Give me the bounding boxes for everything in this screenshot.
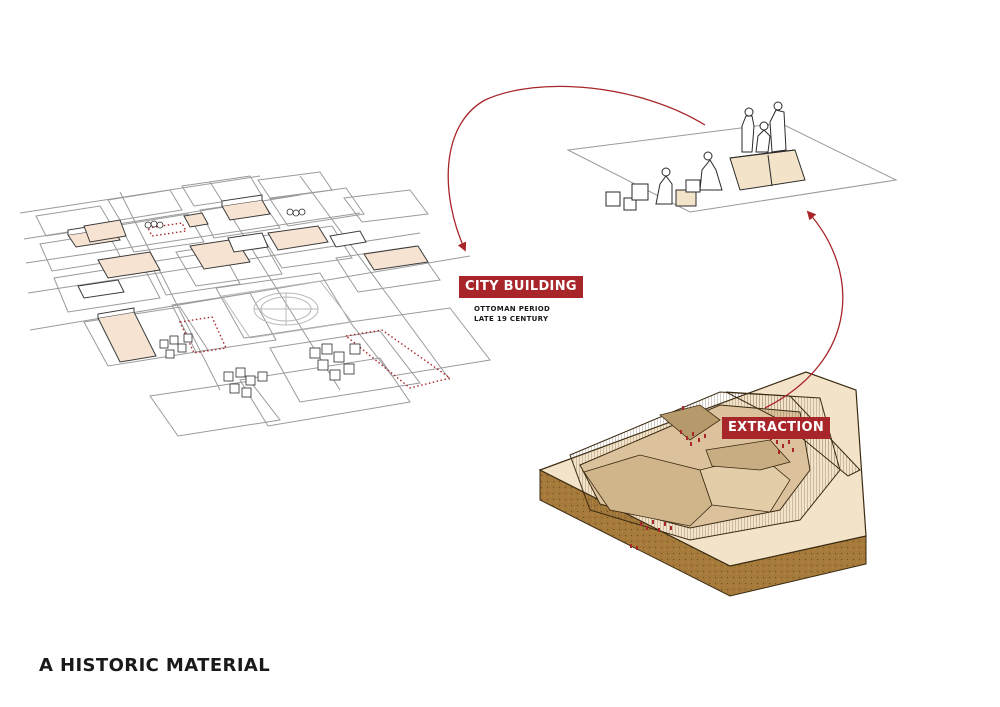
stone-clusters [144, 208, 361, 398]
extraction-label: EXTRACTION [722, 417, 831, 439]
city-plaza [221, 280, 353, 339]
stone-blocks [605, 179, 701, 211]
period-note: OTTOMAN PERIOD LATE 19 CENTURY [474, 304, 550, 324]
curved-arrow-icon [764, 210, 844, 409]
empty-plots [146, 222, 452, 389]
figure-title: A HISTORIC MATERIAL [39, 655, 271, 676]
period-line-1: OTTOMAN PERIOD [474, 305, 551, 313]
workshop-plane [566, 122, 898, 213]
period-line-2: LATE 19 CENTURY [474, 315, 549, 323]
human-figure-icon [655, 101, 787, 205]
city-building-label: CITY BUILDING [459, 276, 583, 298]
curved-arrow-icon [447, 85, 706, 252]
city-buildings [67, 194, 429, 363]
quarry-model [538, 371, 867, 597]
